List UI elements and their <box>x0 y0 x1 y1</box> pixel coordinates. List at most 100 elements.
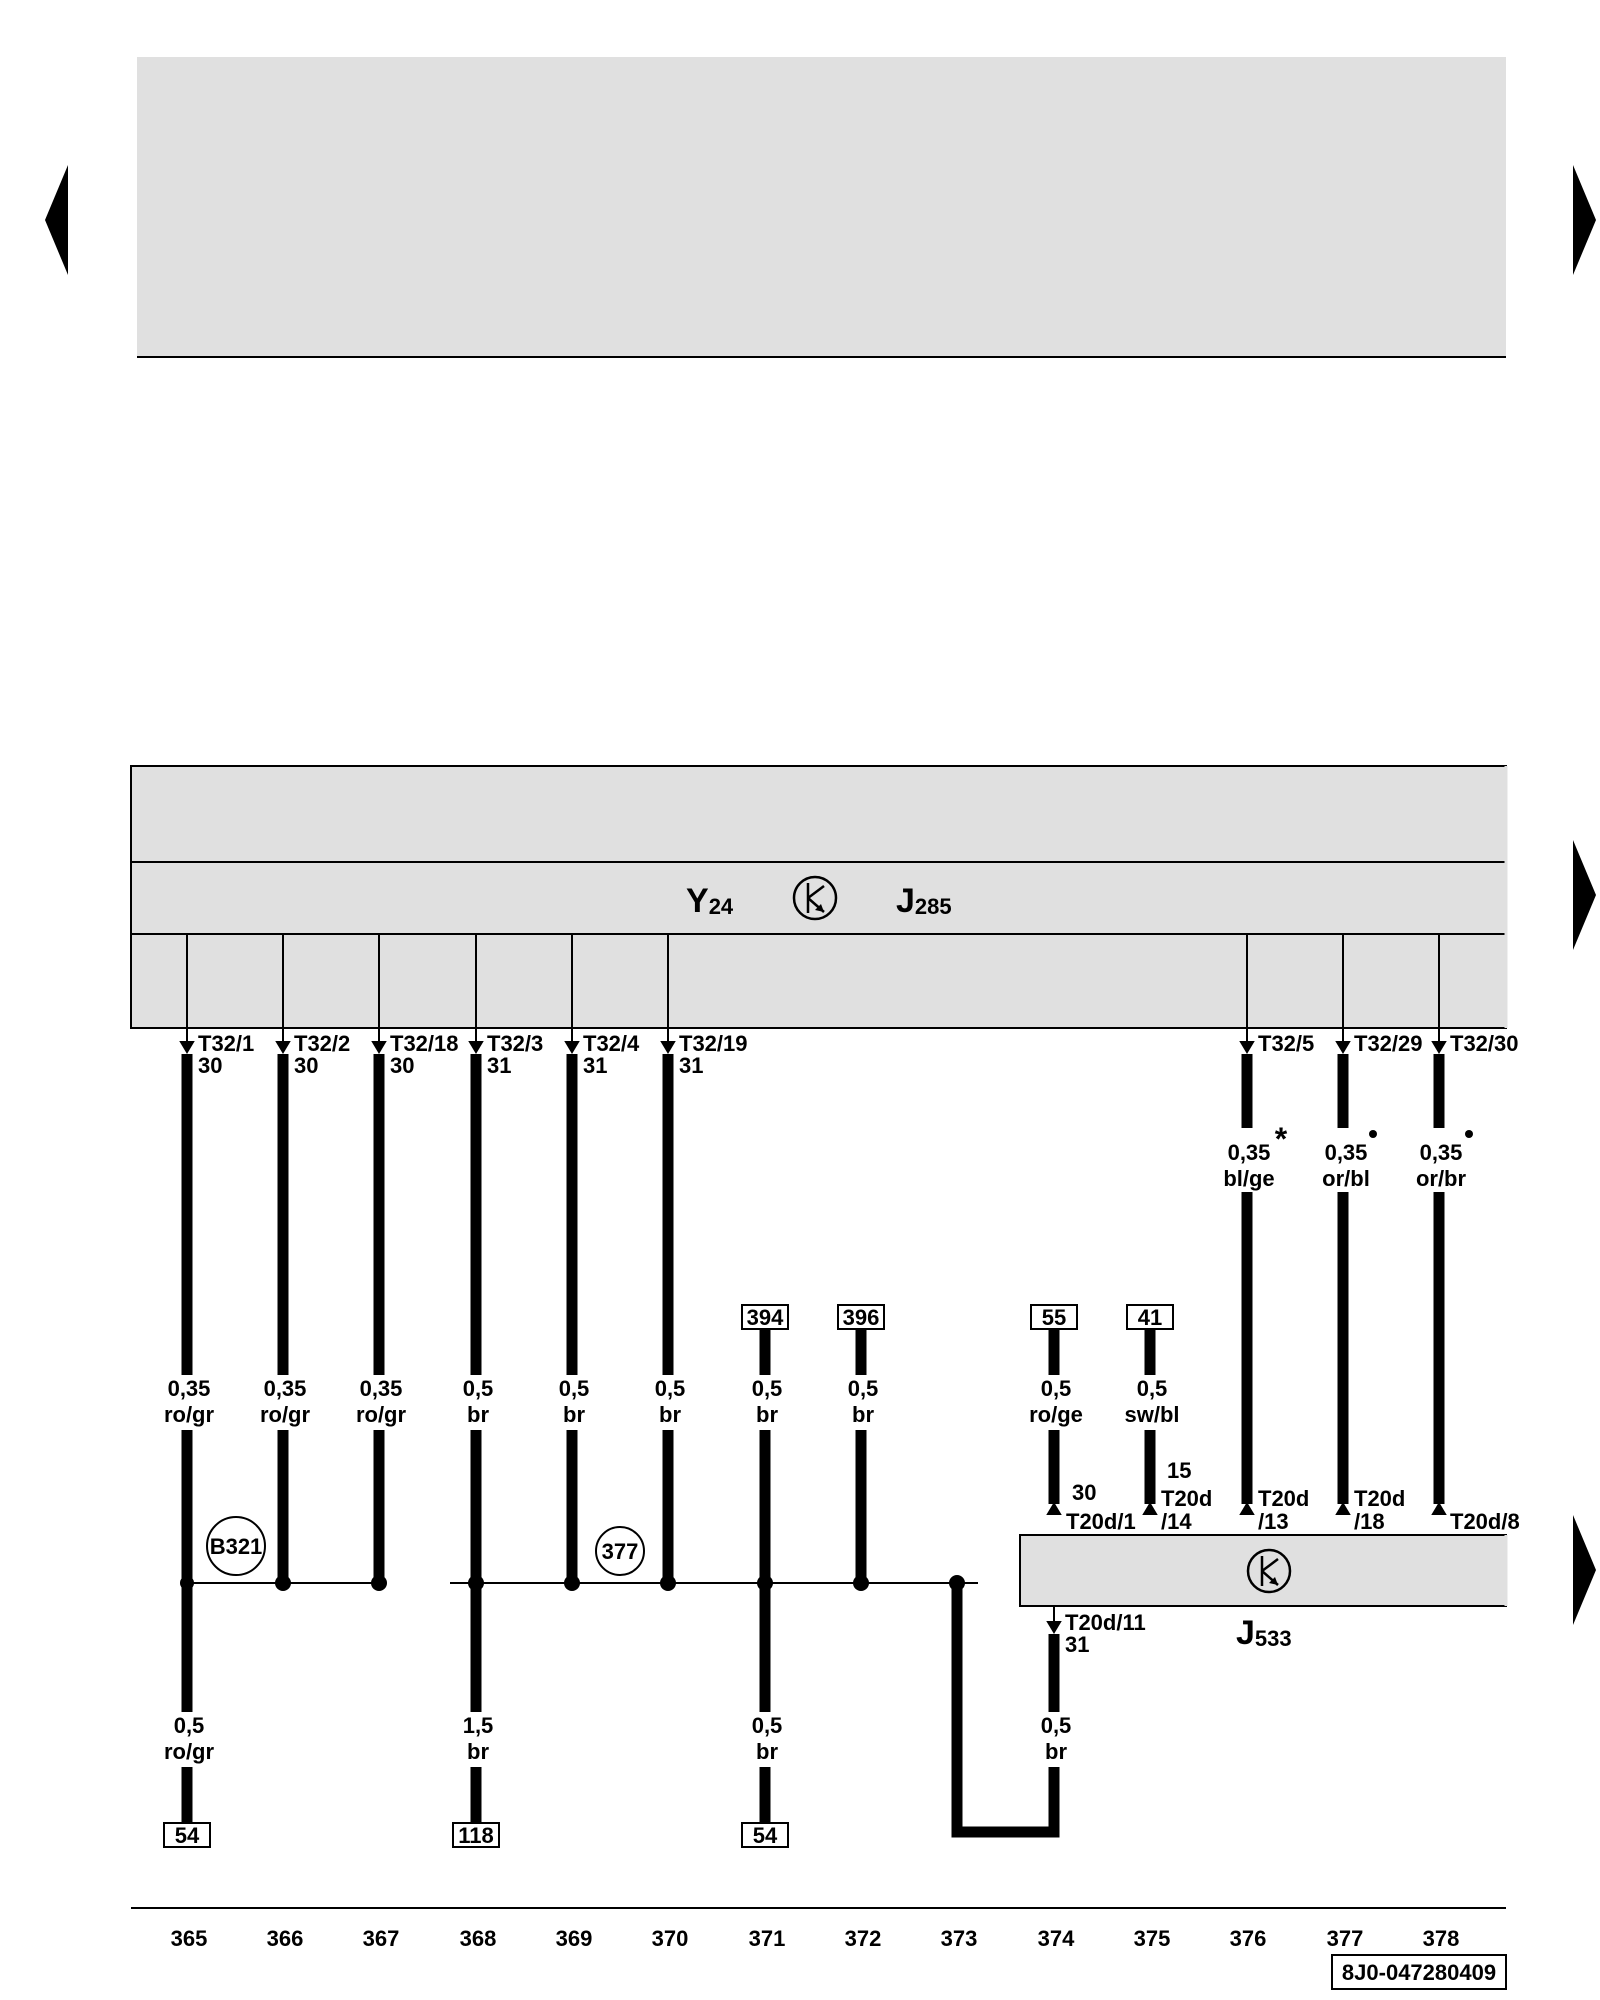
j533-pin-labels: 30 T20d/1 15 T20d /14 T20d /13 T20d /18 … <box>1065 1458 1520 1657</box>
svg-text:br: br <box>1045 1739 1067 1764</box>
svg-text:118: 118 <box>458 1823 494 1848</box>
wire-size: 0,35 <box>1325 1140 1368 1165</box>
triangle-right-icon[interactable] <box>1573 840 1596 950</box>
bottom-reference-labels: 54 118 54 <box>175 1823 778 1848</box>
svg-text:ro/gr: ro/gr <box>356 1402 407 1427</box>
triangle-left-icon[interactable] <box>45 165 68 275</box>
svg-text:ro/gr: ro/gr <box>164 1739 215 1764</box>
wire-size: 0,35 <box>1420 1140 1463 1165</box>
column-number: 374 <box>1038 1926 1075 1951</box>
top-reference-boxes <box>741 1304 1174 1330</box>
svg-text:br: br <box>563 1402 585 1427</box>
terminal-label: 31 <box>679 1053 703 1078</box>
svg-text:0,5: 0,5 <box>752 1376 783 1401</box>
top-reference-labels: 394 396 55 41 <box>747 1305 1163 1330</box>
svg-text:T20d/11: T20d/11 <box>1065 1610 1146 1635</box>
bottom-reference-boxes <box>163 1822 789 1848</box>
terminal-label: 31 <box>487 1053 511 1078</box>
pin-label: T32/5 <box>1258 1031 1314 1056</box>
y24-label: Y24 <box>686 882 734 920</box>
svg-text:T20d/8: T20d/8 <box>1450 1509 1520 1534</box>
svg-text:T20d/1: T20d/1 <box>1066 1509 1136 1534</box>
svg-text:sw/bl: sw/bl <box>1124 1402 1179 1427</box>
svg-text:54: 54 <box>753 1823 778 1848</box>
j285-label: J285 <box>896 882 952 920</box>
junction-b321-circle <box>206 1516 266 1576</box>
svg-text:br: br <box>467 1739 489 1764</box>
svg-text:br: br <box>852 1402 874 1427</box>
svg-text:1,5: 1,5 <box>463 1713 494 1738</box>
column-number: 368 <box>460 1926 497 1951</box>
pin-label: T32/4 <box>583 1031 640 1056</box>
svg-text:T20d: T20d <box>1354 1486 1405 1511</box>
column-number: 371 <box>749 1926 786 1951</box>
wire-color: or/bl <box>1322 1166 1370 1191</box>
svg-text:0,5: 0,5 <box>655 1376 686 1401</box>
svg-text:0,5: 0,5 <box>848 1376 879 1401</box>
pin-label: T32/3 <box>487 1031 543 1056</box>
doc-number-box <box>1331 1954 1507 1990</box>
reference-label: 394 <box>747 1305 784 1330</box>
note-mark: * <box>1275 1121 1288 1157</box>
j285-component-block <box>130 765 1508 1029</box>
column-number: 377 <box>1327 1926 1364 1951</box>
column-number: 373 <box>941 1926 978 1951</box>
svg-text:0,5: 0,5 <box>752 1713 783 1738</box>
reference-label: 55 <box>1042 1305 1066 1330</box>
svg-text:0,35: 0,35 <box>360 1376 403 1401</box>
terminal-label: 31 <box>583 1053 607 1078</box>
svg-text:/14: /14 <box>1161 1509 1192 1534</box>
wire-segments <box>181 1054 1445 1838</box>
top-grey-panel <box>137 57 1506 356</box>
svg-text:/13: /13 <box>1258 1509 1289 1534</box>
column-number: 372 <box>845 1926 882 1951</box>
svg-text:ro/ge: ro/ge <box>1029 1402 1083 1427</box>
terminal-label: 30 <box>390 1053 414 1078</box>
j285-pin-lines <box>186 934 1440 1028</box>
svg-text:br: br <box>756 1739 778 1764</box>
pin-label: T32/2 <box>294 1031 350 1056</box>
svg-text:0,5: 0,5 <box>1041 1376 1072 1401</box>
triangle-right-icon[interactable] <box>1573 165 1596 275</box>
svg-text:/18: /18 <box>1354 1509 1385 1534</box>
svg-text:T20d: T20d <box>1258 1486 1309 1511</box>
triangle-right-icon[interactable] <box>1573 1515 1596 1625</box>
svg-text:ro/gr: ro/gr <box>164 1402 215 1427</box>
column-number: 370 <box>652 1926 689 1951</box>
terminal-label: 30 <box>294 1053 318 1078</box>
svg-text:0,5: 0,5 <box>1137 1376 1168 1401</box>
j533-label: J533 <box>1236 1614 1292 1652</box>
column-number: 365 <box>171 1926 208 1951</box>
junction-dots <box>180 1575 965 1591</box>
reference-label: 396 <box>843 1305 880 1330</box>
wire-color: or/br <box>1416 1166 1467 1191</box>
svg-text:T20d: T20d <box>1161 1486 1212 1511</box>
reference-label: 41 <box>1138 1305 1162 1330</box>
junction-b321-label: B321 <box>210 1534 263 1559</box>
svg-text:ro/gr: ro/gr <box>260 1402 311 1427</box>
svg-text:br: br <box>756 1402 778 1427</box>
svg-text:31: 31 <box>1065 1632 1089 1657</box>
svg-text:0,5: 0,5 <box>559 1376 590 1401</box>
note-dot <box>1369 1130 1377 1138</box>
upper-wire-specs: 0,35 bl/ge * 0,35 or/bl 0,35 or/br <box>1223 1121 1466 1191</box>
terminal-label: 30 <box>198 1053 222 1078</box>
pin-label: T32/19 <box>679 1031 748 1056</box>
pin-label: T32/30 <box>1450 1031 1519 1056</box>
bottom-wire-specs: 0,5ro/gr 1,5br 0,5br 0,5br <box>164 1713 1071 1764</box>
svg-text:0,5: 0,5 <box>463 1376 494 1401</box>
column-number: 369 <box>556 1926 593 1951</box>
wire-size: 0,35 <box>1228 1140 1271 1165</box>
note-dot <box>1465 1130 1473 1138</box>
svg-text:br: br <box>659 1402 681 1427</box>
junction-377-circle <box>595 1526 645 1576</box>
column-number: 378 <box>1423 1926 1460 1951</box>
pin-label: T32/18 <box>390 1031 459 1056</box>
pin-label: T32/29 <box>1354 1031 1423 1056</box>
wire-color: bl/ge <box>1223 1166 1274 1191</box>
svg-text:15: 15 <box>1167 1458 1191 1483</box>
column-number: 375 <box>1134 1926 1171 1951</box>
